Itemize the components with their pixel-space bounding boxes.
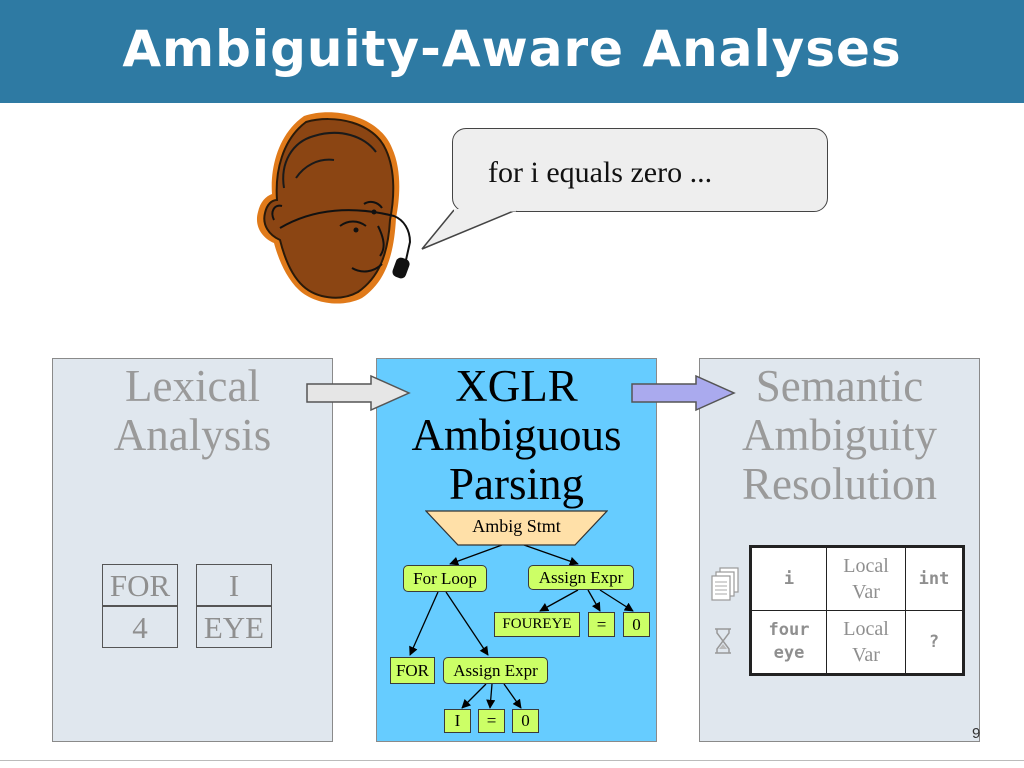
ambig-stmt-node: Ambig Stmt	[472, 516, 561, 536]
speech-bubble	[452, 128, 828, 212]
table-row: i Local Var int	[751, 547, 963, 611]
lexical-title-line1: Lexical	[125, 361, 260, 411]
title-bar	[0, 0, 1024, 103]
parse-tree-edges	[409, 544, 634, 709]
token-4: 4	[102, 606, 178, 648]
table-row: four eye Local Var ?	[751, 610, 963, 674]
equals-node-top: =	[588, 612, 615, 637]
footer-divider	[0, 760, 1024, 761]
speech-text: for i equals zero ...	[488, 156, 713, 189]
page-number: 9	[972, 725, 981, 742]
table-cell: int	[905, 547, 963, 611]
ambig-stmt-node-shape	[425, 510, 608, 546]
table-cell: ?	[905, 610, 963, 674]
parsing-title-line1: XGLR	[455, 361, 578, 411]
lexical-title-line2: Analysis	[113, 410, 272, 460]
token-eye: EYE	[196, 606, 272, 648]
zero-node-top: 0	[623, 612, 650, 637]
hourglass-icon	[715, 628, 731, 654]
speech-bubble-tail	[421, 209, 517, 250]
assign-expr-node-bottom: Assign Expr	[443, 657, 548, 684]
semantic-title-line1: Semantic	[755, 361, 924, 411]
slide-title: Ambiguity-Aware Analyses	[122, 20, 902, 78]
zero-node-bottom: 0	[512, 709, 539, 733]
arrow-parsing-to-semantic	[631, 374, 736, 412]
speaker-head-icon	[256, 112, 412, 304]
parsing-title-line3: Parsing	[449, 459, 584, 509]
i-node: I	[444, 709, 471, 733]
for-loop-node: For Loop	[403, 565, 487, 592]
documents-icon	[711, 567, 739, 601]
token-for: FOR	[102, 564, 178, 606]
table-cell: Local Var	[826, 610, 906, 674]
table-cell: Local Var	[826, 547, 906, 611]
table-cell: four eye	[751, 610, 827, 674]
token-i: I	[196, 564, 272, 606]
semantic-title-line2: Ambiguity	[741, 410, 937, 460]
table-cell: i	[751, 547, 827, 611]
lexical-analysis-panel: Lexical Analysis	[52, 358, 333, 742]
for-keyword-node: FOR	[390, 657, 435, 684]
parsing-title-line2: Ambiguous	[411, 410, 622, 460]
assign-expr-node-top: Assign Expr	[528, 565, 634, 590]
foureye-node: FOUREYE	[494, 612, 580, 637]
symbol-table: i Local Var int four eye Local Var ?	[749, 545, 965, 676]
semantic-title-line3: Resolution	[741, 459, 937, 509]
arrow-lexical-to-parsing	[306, 374, 411, 412]
equals-node-bottom: =	[478, 709, 505, 733]
